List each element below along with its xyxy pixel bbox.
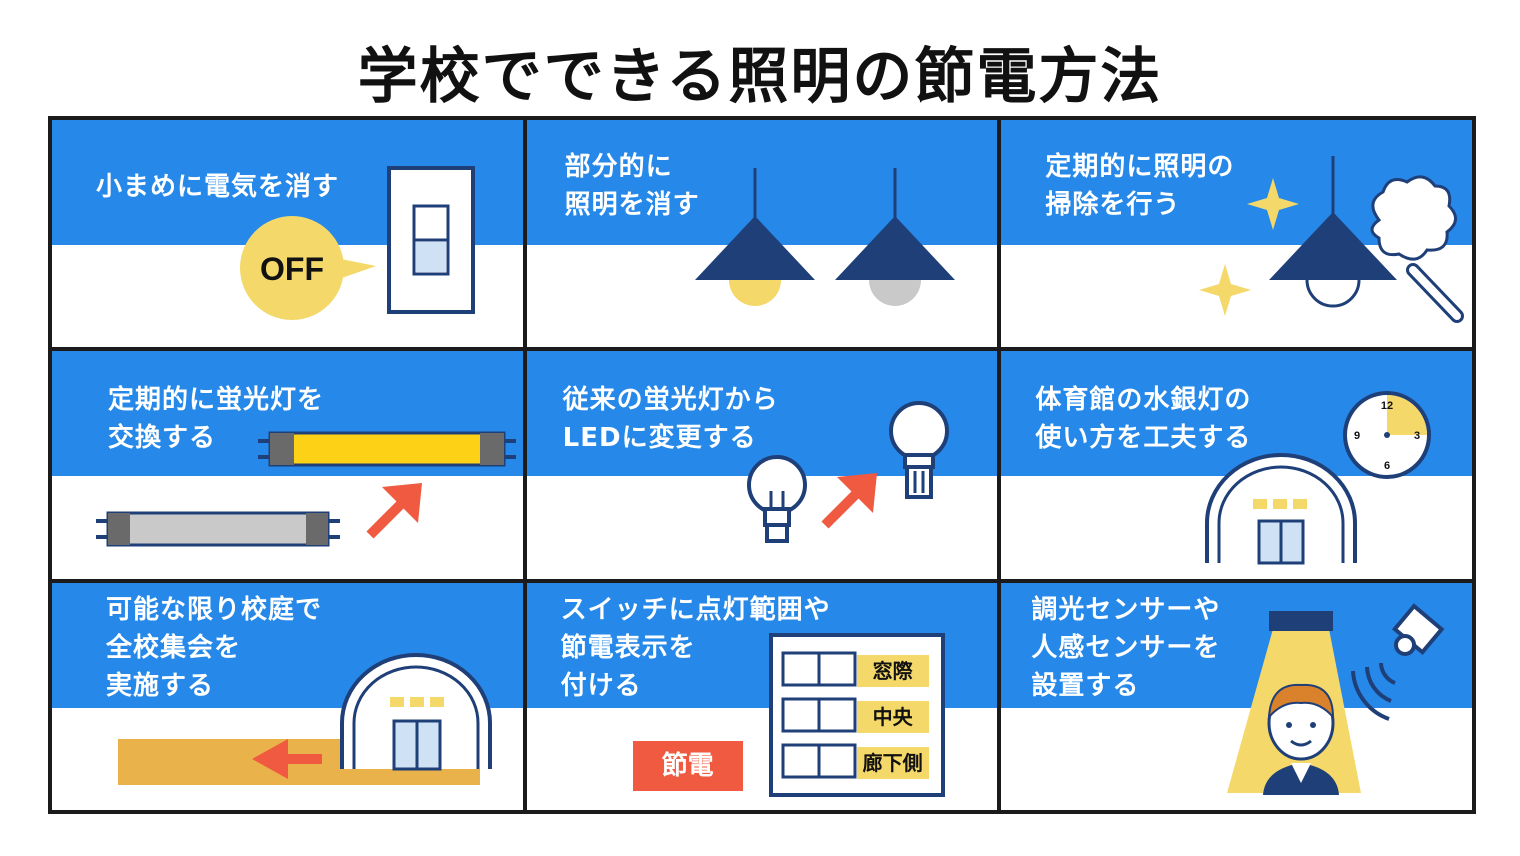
pendant-lamp-on-icon — [694, 168, 815, 306]
tip-caption: 調光センサーや 人感センサーを 設置する — [1031, 594, 1221, 701]
switch-label: 窓際 — [856, 654, 929, 687]
pendant-lamp-icon — [1269, 156, 1398, 308]
clock-number: 6 — [1384, 460, 1390, 472]
tip-caption: スイッチに点灯範囲や 節電表示を 付ける — [560, 594, 831, 701]
tip-caption: 定期的に蛍光灯を 交換する — [108, 385, 325, 454]
pendant-lamp-off-icon — [834, 168, 955, 306]
switch-label: 中央 — [856, 700, 929, 733]
tip-cell-sensors: 調光センサーや 人感センサーを 設置する — [1001, 582, 1472, 810]
tip-cell-turn-off: 小まめに電気を消す OFF — [52, 120, 523, 348]
duster-icon — [1370, 175, 1465, 323]
arrow-up-right-icon — [821, 473, 877, 529]
arrow-left-icon — [252, 738, 322, 779]
tip-caption: 部分的に 照明を消す — [564, 152, 700, 220]
tip-cell-replace-tubes: 定期的に蛍光灯を 交換する — [52, 351, 523, 579]
clock-number: 9 — [1354, 430, 1360, 442]
clock-number: 12 — [1381, 400, 1393, 412]
tip-caption: 従来の蛍光灯から LEDに変更する — [562, 385, 779, 454]
arrow-up-right-icon — [366, 483, 422, 539]
tip-caption: 定期的に照明の 掃除を行う — [1045, 152, 1235, 220]
gymnasium-icon — [340, 652, 492, 771]
motion-sensor-icon — [1351, 602, 1445, 721]
page-title: 学校でできる照明の節電方法 — [357, 42, 1163, 112]
off-text: OFF — [260, 251, 324, 287]
old-fluorescent-tube-icon — [96, 511, 340, 547]
tips-grid: 小まめに電気を消す OFF 部分的に 照明を消す 定期的に照明の — [48, 116, 1476, 814]
clock-number: 3 — [1414, 430, 1420, 442]
tip-caption: 小まめに電気を消す — [96, 172, 340, 202]
tip-cell-switch-labels: スイッチに点灯範囲や 節電表示を 付ける 節電 窓際 中央 廊下側 — [526, 582, 998, 810]
tip-caption: 体育館の水銀灯の 使い方を工夫する — [1035, 385, 1252, 454]
off-speech-bubble-icon: OFF — [240, 216, 376, 320]
clock-icon: 12 3 6 9 — [1343, 391, 1432, 480]
sparkle-icon — [1199, 178, 1300, 316]
tip-caption: 可能な限り校庭で 全校集会を 実施する — [106, 594, 323, 701]
tip-cell-led: 従来の蛍光灯から LEDに変更する — [526, 351, 998, 579]
setsuden-label-icon: 節電 — [632, 740, 743, 791]
gymnasium-icon — [1205, 453, 1358, 565]
person-icon — [1263, 683, 1340, 795]
tip-cell-clean-lights: 定期的に照明の 掃除を行う — [1001, 120, 1472, 348]
new-fluorescent-tube-icon — [258, 431, 516, 467]
switch-label: 廊下側 — [856, 746, 929, 779]
tip-cell-partial-off: 部分的に 照明を消す — [526, 120, 998, 348]
tip-cell-outdoor-assembly: 可能な限り校庭で 全校集会を 実施する — [52, 582, 523, 810]
tip-cell-gym-lights: 体育館の水銀灯の 使い方を工夫する 12 3 6 9 — [1001, 351, 1472, 579]
light-switch-icon — [387, 166, 475, 314]
caption-band — [1001, 582, 1472, 708]
led-bulb-icon — [888, 401, 949, 500]
incandescent-bulb-icon — [746, 455, 807, 544]
